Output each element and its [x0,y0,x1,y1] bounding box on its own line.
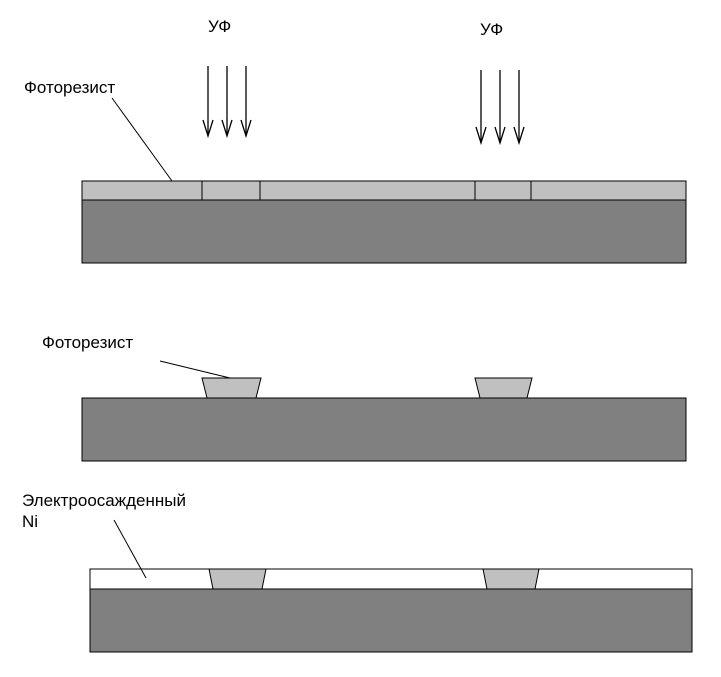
substrate [82,398,686,461]
uv-arrows-left [203,66,251,136]
nickel-layer [90,569,692,589]
resist-island [475,378,532,398]
substrate [90,589,692,652]
stage-developed [82,361,686,461]
photoresist-label-top: Фоторезист [24,78,115,98]
stage-exposure [82,66,686,263]
resist-island [483,569,539,589]
nickel-label-line1: Электроосажденный [22,491,186,511]
photoresist-layer [82,181,686,200]
uv-label-left: УФ [208,17,231,37]
leader-line [112,98,172,181]
substrate [82,200,686,263]
resist-island [209,569,266,589]
nickel-label-line2: Ni [22,512,38,532]
uv-arrows-right [476,70,524,143]
stage-electroplated [90,520,692,652]
uv-label-right: УФ [480,20,503,40]
leader-line [160,361,230,378]
resist-island [202,378,261,398]
photoresist-label-middle: Фоторезист [42,333,133,353]
